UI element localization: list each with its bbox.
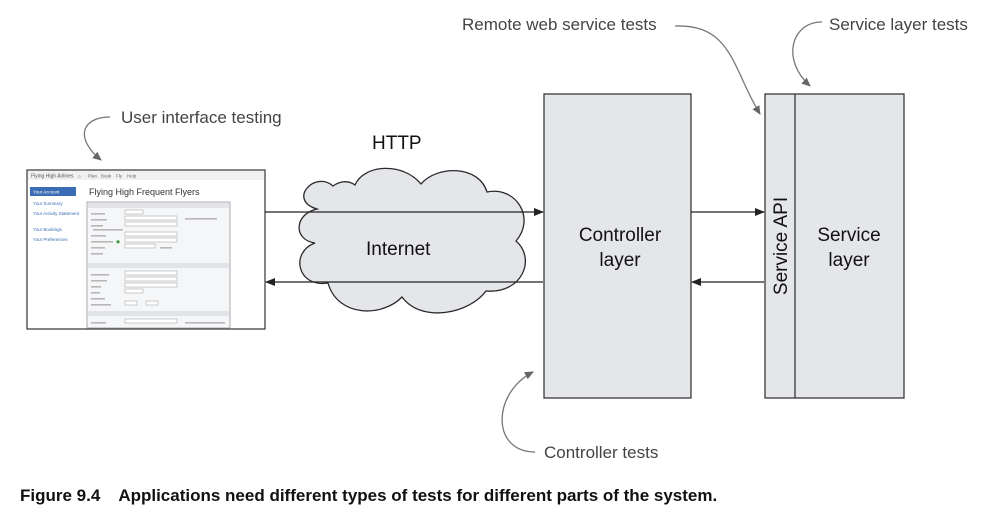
controller-tests-callout-curve — [501, 371, 536, 453]
screenshot-nav-fly: Fly — [116, 174, 123, 179]
service-label-line1: Service — [817, 225, 880, 246]
service-tests-label: Service layer tests — [829, 15, 968, 34]
screenshot-nav-book: Book — [101, 174, 112, 179]
ui-testing-label: User interface testing — [121, 108, 282, 127]
internet-label: Internet — [366, 239, 431, 260]
ui-testing-callout-curve — [83, 116, 111, 161]
remote-tests-label: Remote web service tests — [462, 15, 657, 34]
service-label-line2: layer — [828, 250, 870, 271]
service-tests-callout-curve — [792, 21, 823, 87]
service-api-label: Service API — [771, 197, 792, 295]
service-layer-box — [764, 93, 905, 399]
screenshot-nav-plan: Plan — [88, 174, 98, 179]
home-icon: ⌂ — [78, 174, 81, 180]
screenshot-sidebar-summary: Your Summary — [33, 201, 63, 206]
internet-cloud — [298, 167, 526, 314]
figure-number: Figure 9.4 — [20, 486, 101, 505]
screenshot-sidebar-bookings: Your Bookings — [33, 227, 63, 232]
screenshot-sidebar-account: Your Account — [33, 190, 60, 195]
screenshot-sidebar-preferences: Your Preferences — [33, 237, 68, 242]
screenshot-app-name: Flying High Airlines — [31, 174, 74, 180]
ui-screenshot: Flying High Airlines ⌂ Plan Book Fly Hel… — [26, 169, 266, 330]
controller-layer-box — [543, 93, 692, 399]
screenshot-sidebar-activity: Your Activity Statement — [33, 211, 80, 216]
http-label: HTTP — [372, 133, 422, 154]
screenshot-title: Flying High Frequent Flyers — [89, 187, 200, 197]
controller-label-line1: Controller — [579, 225, 662, 246]
figure-caption-text: Applications need different types of tes… — [118, 486, 718, 505]
controller-label-line2: layer — [599, 250, 641, 271]
figure-caption: Figure 9.4 Applications need different ty… — [20, 486, 717, 506]
remote-tests-callout-curve — [674, 25, 761, 115]
screenshot-nav-help: Help — [127, 174, 137, 179]
controller-tests-label: Controller tests — [544, 443, 658, 462]
